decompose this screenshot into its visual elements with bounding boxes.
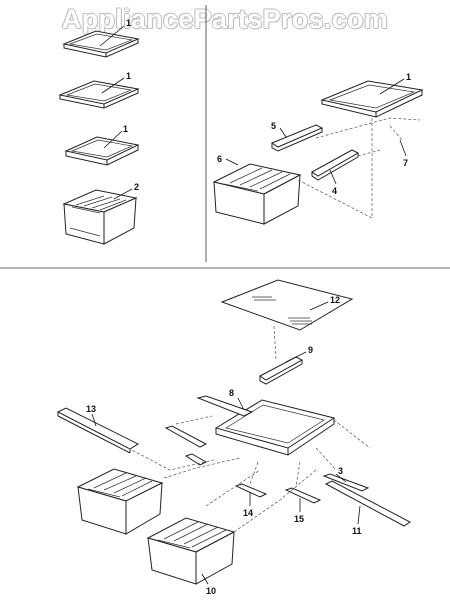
callout-tr-5: 5 [271, 121, 276, 131]
callout-tr-1: 1 [406, 72, 411, 82]
crisper-drawer-10 [146, 517, 236, 585]
rail-part-11 [324, 480, 411, 527]
rod-left [164, 425, 208, 448]
callout-tl-1a: 1 [126, 18, 131, 28]
rail-part-4 [311, 149, 360, 181]
callout-b-9: 9 [308, 345, 313, 355]
shelf-1-middle [58, 80, 140, 109]
shelf-1-lower [64, 136, 140, 166]
glass-shelf-12 [220, 279, 354, 331]
rail-part-3 [322, 473, 370, 492]
callout-tr-7: 7 [403, 158, 408, 168]
callout-b-10: 10 [206, 586, 216, 596]
callout-b-8: 8 [229, 388, 234, 398]
rail-part-14 [234, 483, 268, 498]
callout-b-15: 15 [294, 514, 304, 524]
crisper-drawer-small [62, 189, 138, 245]
rail-part-5 [270, 124, 324, 152]
callout-tl-1b: 1 [126, 71, 131, 81]
drawer-part-6 [212, 163, 302, 225]
callout-b-13: 13 [86, 404, 96, 414]
rail-part-15 [284, 487, 322, 504]
shelf-frame-8 [196, 395, 336, 456]
watermark: AppliancePartsPros.com [61, 4, 389, 34]
callout-b-14: 14 [243, 508, 253, 518]
callout-tr-6: 6 [217, 154, 222, 164]
crisper-drawer-upper [76, 468, 164, 535]
shelf-1-top [62, 30, 140, 58]
clip-small [184, 453, 208, 466]
callout-tl-2: 2 [134, 182, 139, 192]
callout-b-11: 11 [352, 526, 362, 536]
callout-tl-1c: 1 [123, 124, 128, 134]
rail-part-13 [56, 407, 140, 454]
rail-part-9 [259, 356, 304, 385]
shelf-assembly-right [320, 80, 424, 118]
callout-b-3: 3 [338, 466, 343, 476]
callout-tr-4: 4 [332, 186, 337, 196]
callout-b-12: 12 [330, 295, 340, 305]
